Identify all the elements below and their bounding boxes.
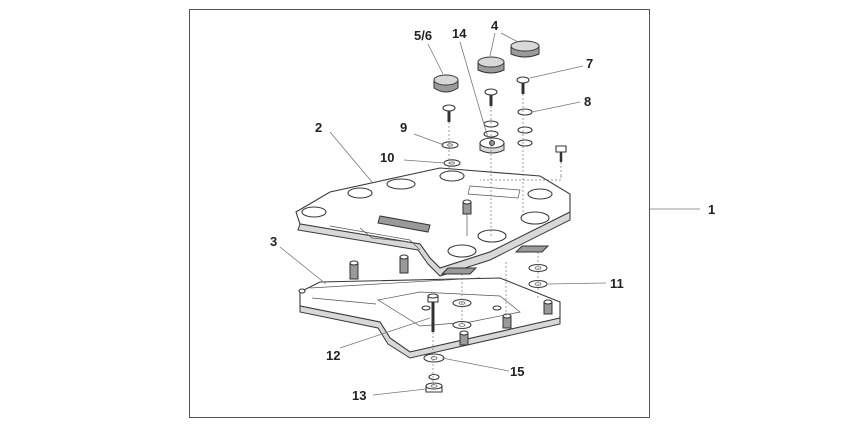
label-11: 11 xyxy=(610,276,624,291)
diagram-frame xyxy=(189,9,650,418)
label-1: 1 xyxy=(708,202,715,217)
nut-13 xyxy=(425,382,443,393)
knob-5-6 xyxy=(433,74,459,93)
label-10: 10 xyxy=(380,150,394,165)
bolt-7 xyxy=(442,76,530,122)
rack-plate xyxy=(295,167,571,277)
label-5-6: 5/6 xyxy=(414,28,432,43)
part-labels: 1 2 3 4 5/6 7 8 9 10 11 12 13 14 15 xyxy=(270,18,715,403)
label-4: 4 xyxy=(491,18,499,33)
washer-9 xyxy=(441,141,459,149)
label-13: 13 xyxy=(352,388,366,403)
label-8: 8 xyxy=(584,94,591,109)
washer-15 xyxy=(423,353,445,381)
leader-lines xyxy=(279,32,607,396)
label-14: 14 xyxy=(452,26,467,41)
washer-stack-11 xyxy=(440,245,550,330)
label-2: 2 xyxy=(315,120,322,135)
cap-4-left xyxy=(477,56,505,74)
washer-10 xyxy=(443,159,461,167)
side-screw xyxy=(555,145,567,162)
label-7: 7 xyxy=(586,56,593,71)
guide-pin xyxy=(462,199,472,236)
cap-4-right xyxy=(510,40,540,58)
label-9: 9 xyxy=(400,120,407,135)
bolt-12 xyxy=(427,293,439,332)
assembly-lines xyxy=(432,94,562,386)
label-12: 12 xyxy=(326,348,340,363)
label-15: 15 xyxy=(510,364,524,379)
label-3: 3 xyxy=(270,234,277,249)
lock-14 xyxy=(479,137,505,154)
base-plate xyxy=(298,254,561,359)
